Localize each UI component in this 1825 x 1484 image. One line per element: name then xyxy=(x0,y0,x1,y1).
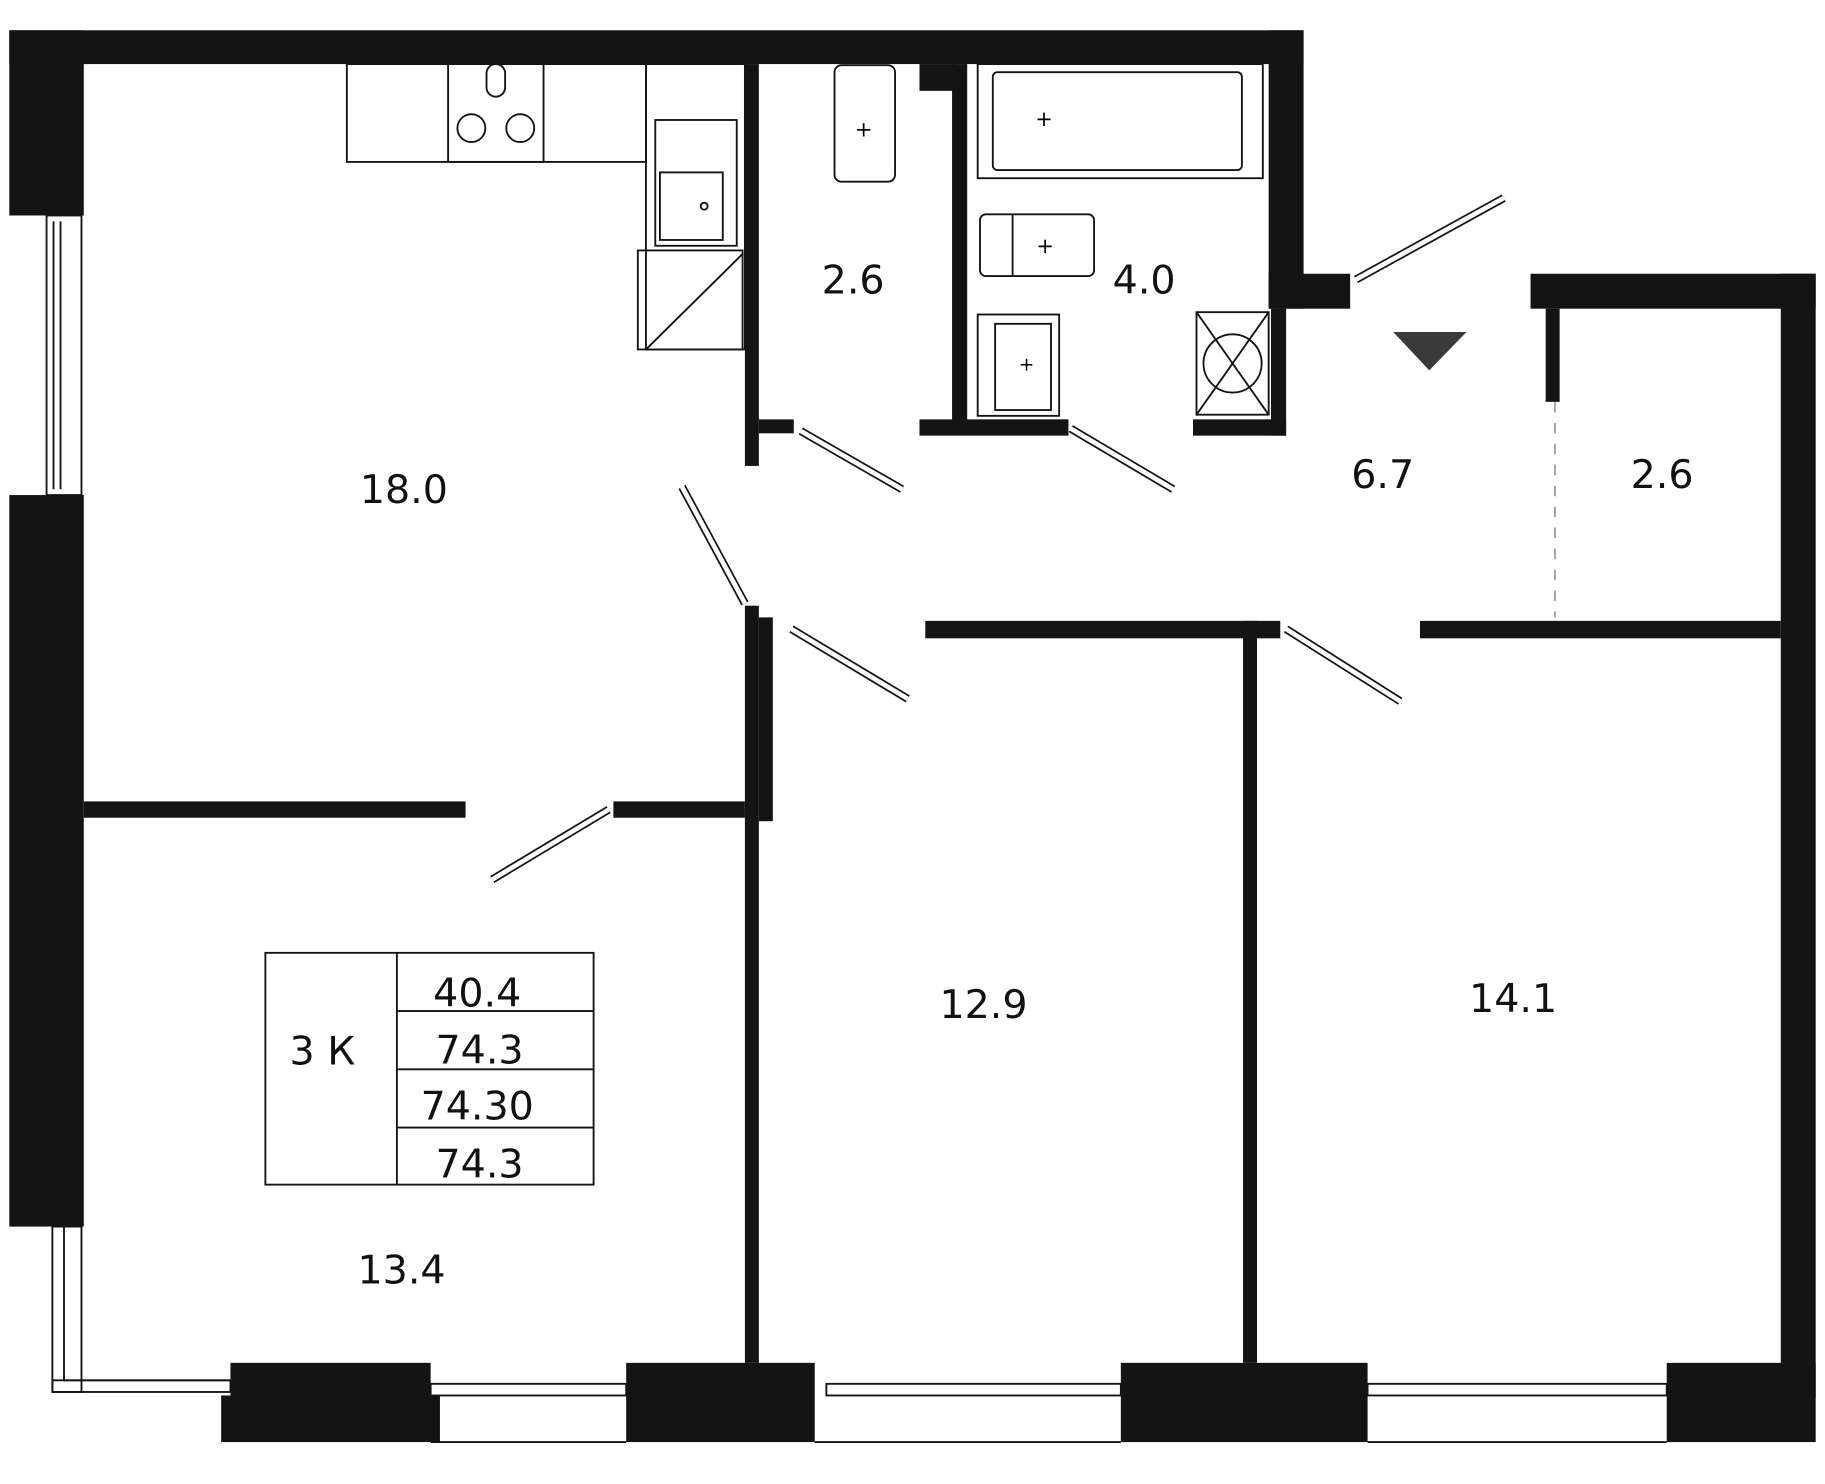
bathtub-icon: + xyxy=(976,63,1264,180)
room-area-kitchen-living: 18.0 xyxy=(360,467,448,513)
room-area-hall: 6.7 xyxy=(1351,452,1414,498)
stove-icon xyxy=(447,63,545,163)
room-area-bedroom-2: 12.9 xyxy=(939,982,1027,1028)
washbasin-icon: + xyxy=(979,213,1095,277)
summary-table: 3 К 40.4 74.3 74.30 74.3 xyxy=(264,951,595,1188)
area-with-balcony: 74.3 xyxy=(435,1142,523,1188)
kitchen-counter xyxy=(345,63,746,351)
apartment-type: 3 К xyxy=(289,1029,355,1075)
shower-tray: + xyxy=(976,313,1061,417)
total-area-precise: 74.30 xyxy=(421,1083,534,1129)
room-area-bathroom: 4.0 xyxy=(1113,258,1176,304)
room-area-wc: 2.6 xyxy=(822,258,885,304)
room-area-closet: 2.6 xyxy=(1631,452,1694,498)
living-area: 40.4 xyxy=(433,970,521,1016)
doors xyxy=(490,194,1506,883)
sink-icon xyxy=(654,119,738,247)
windows xyxy=(45,214,1668,1443)
room-area-bedroom-1: 13.4 xyxy=(358,1248,446,1294)
svg-text:+: + xyxy=(1036,234,1054,258)
svg-text:+: + xyxy=(1035,107,1053,131)
washing-machine-icon xyxy=(1195,311,1270,416)
room-area-bedroom-3: 14.1 xyxy=(1469,976,1557,1022)
toilet-icon: + xyxy=(833,64,896,183)
fridge xyxy=(636,249,744,351)
svg-text:+: + xyxy=(855,117,873,141)
total-area: 74.3 xyxy=(435,1027,523,1073)
entrance-arrow-icon xyxy=(1393,331,1467,371)
walls xyxy=(9,30,1816,1443)
svg-text:+: + xyxy=(1019,354,1035,375)
